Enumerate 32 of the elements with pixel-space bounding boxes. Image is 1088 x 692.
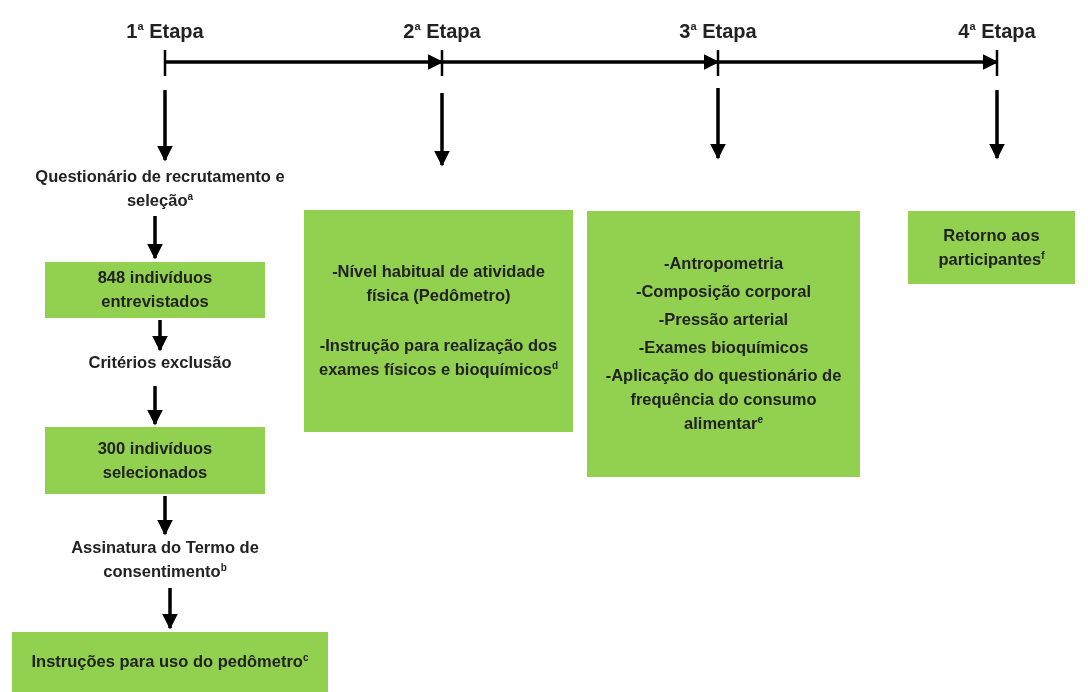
- arrow: [434, 93, 450, 167]
- box-text: -Exames bioquímicos: [638, 337, 809, 359]
- process-box: [304, 210, 573, 432]
- box-text: -Nível habitual de atividade física (Pedômetro): [331, 261, 546, 307]
- step-text: Assinatura do Termo de consentimento$^{b}$: [40, 535, 290, 585]
- arrow: [165, 54, 444, 70]
- step-text: Critérios exclusão: [60, 351, 260, 375]
- box-text: -Antropometria: [663, 253, 784, 275]
- stage-label: 1$^{a}$ Etapa: [110, 14, 220, 48]
- box-text: -Composição corporal: [635, 281, 812, 303]
- arrow: [147, 386, 163, 426]
- stage-label: 4$^{a}$ Etapa: [942, 14, 1052, 48]
- arrow: [162, 588, 178, 630]
- box-text: -Aplicação do questionário de frequência do consumo alimentar$^{e}$: [604, 364, 843, 434]
- process-box: [587, 211, 860, 477]
- arrow: [147, 216, 163, 260]
- arrow: [718, 54, 999, 70]
- box-text: -Pressão arterial: [658, 309, 789, 331]
- process-box: Instruções para uso do pedômetro$^{c}$: [12, 632, 328, 692]
- process-box: 300 indivíduos selecionados: [45, 427, 265, 494]
- arrow: [152, 320, 168, 352]
- process-box: Retorno aos participantes$^{f}$: [908, 211, 1075, 284]
- process-box: 848 indivíduos entrevistados: [45, 262, 265, 318]
- stage-label: 2$^{a}$ Etapa: [387, 14, 497, 48]
- arrow: [157, 496, 173, 536]
- box-text: -Instrução para realização dos exames físicos e bioquímicos$^{d}$: [317, 335, 559, 380]
- arrow: [989, 90, 1005, 160]
- arrow: [157, 90, 173, 162]
- stage-label: 3$^{a}$ Etapa: [663, 14, 773, 48]
- step-text: Questionário de recrutamento e seleção$^{a}$: [8, 164, 312, 214]
- arrow: [710, 88, 726, 160]
- arrow: [442, 54, 720, 70]
